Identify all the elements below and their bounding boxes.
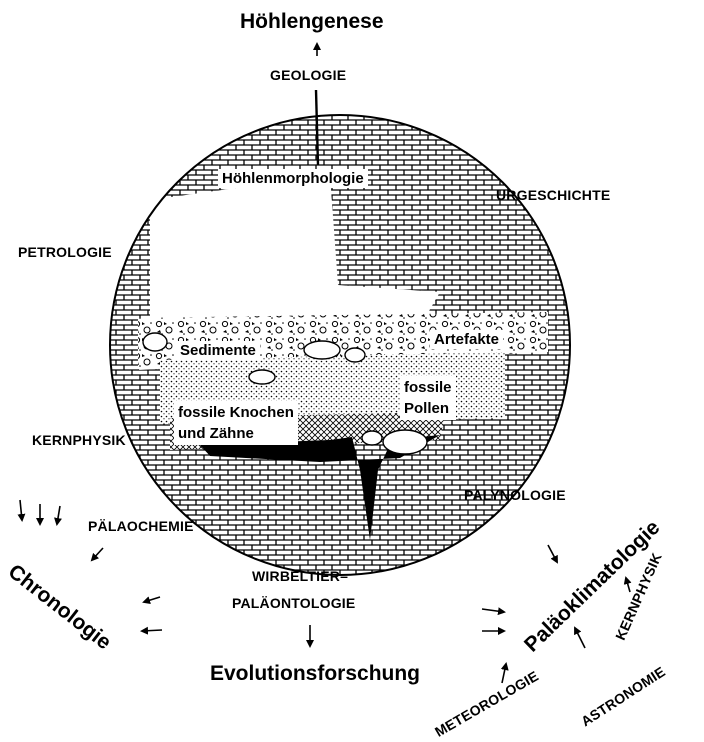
label-petrologie: PETROLOGIE bbox=[18, 244, 112, 260]
label-hoehlenmorphologie: Höhlenmorphologie bbox=[218, 169, 368, 188]
label-fossile-pollen: fossile Pollen bbox=[400, 376, 456, 420]
label-geologie: GEOLOGIE bbox=[270, 67, 346, 83]
label-palaeontologie: PALÄONTOLOGIE bbox=[232, 595, 355, 611]
label-kernphysik-left: KERNPHYSIK bbox=[32, 432, 126, 448]
label-fossile-knochen: fossile Knochen und Zähne bbox=[174, 401, 298, 445]
label-palaeochemie: PÄLAOCHEMIE bbox=[88, 518, 194, 534]
label-urgeschichte: URGESCHICHTE bbox=[496, 187, 610, 203]
fossile-pollen-line2: Pollen bbox=[404, 398, 452, 419]
knochen-line1: fossile Knochen bbox=[178, 402, 294, 423]
label-palynologie: PALYNOLOGIE bbox=[464, 487, 566, 503]
label-sedimente: Sedimente bbox=[176, 341, 260, 360]
title-hoehlengenese: Höhlengenese bbox=[240, 10, 384, 34]
fossile-pollen-line1: fossile bbox=[404, 377, 452, 398]
label-wirbeltier: WIRBELTIER– bbox=[252, 568, 348, 584]
knochen-line2: und Zähne bbox=[178, 423, 294, 444]
label-artefakte: Artefakte bbox=[430, 330, 503, 349]
label-evolutionsforschung: Evolutionsforschung bbox=[210, 662, 420, 686]
